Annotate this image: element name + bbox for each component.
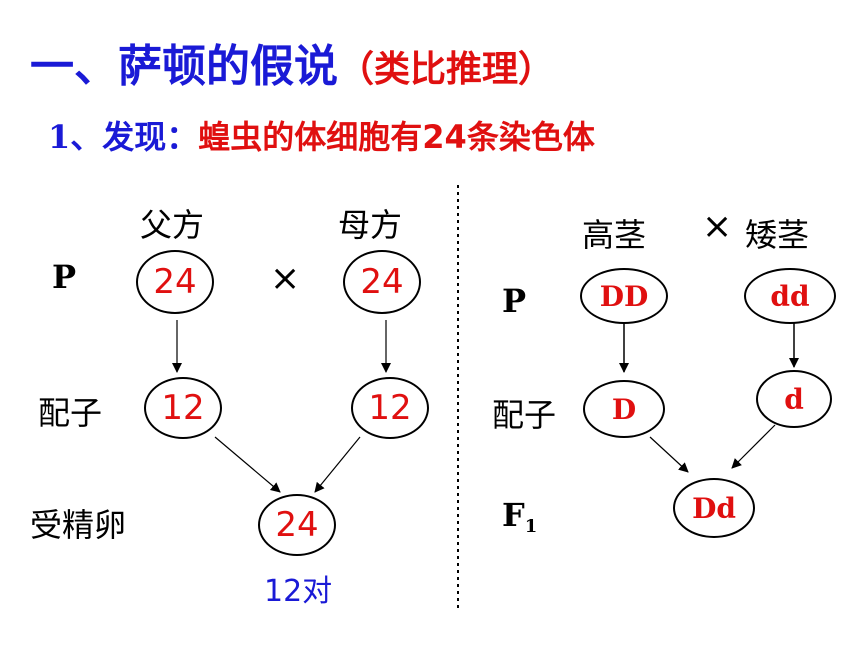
left-zygote-ellipse: 24: [258, 494, 336, 556]
right-p-tall-ellipse: DD: [580, 268, 668, 324]
mother-label: 母方: [338, 206, 403, 244]
right-gamete-tall-ellipse: D: [583, 380, 665, 438]
right-row-p: P: [502, 282, 527, 320]
right-row-f1-letter: F: [502, 496, 525, 534]
father-label: 父方: [140, 206, 205, 244]
pairs-label: 12对: [264, 574, 333, 609]
left-row-zygote: 受精卵: [30, 506, 127, 544]
right-p-short-ellipse: dd: [744, 268, 836, 324]
right-cross-symbol: ×: [702, 206, 733, 247]
arrow-right-gamete-tall: [649, 436, 689, 473]
right-f1-ellipse: Dd: [673, 478, 755, 538]
subtitle: 1、发现：蝗虫的体细胞有24条染色体: [48, 112, 595, 158]
left-gamete-mother-ellipse: 12: [351, 377, 429, 439]
arrow-left-gamete-mother: [314, 436, 361, 493]
left-gamete-father-ellipse: 12: [144, 377, 222, 439]
title-main: 一、萨顿的假说: [30, 41, 338, 92]
left-p-mother-ellipse: 24: [343, 250, 421, 314]
left-cross-symbol: ×: [270, 258, 301, 299]
right-gamete-short-ellipse: d: [756, 370, 832, 428]
arrow-left-gamete-father: [214, 436, 281, 493]
subtitle-text: 蝗虫的体细胞有24条染色体: [198, 118, 595, 156]
right-row-gamete: 配子: [492, 396, 557, 434]
subtitle-number: 1、发现：: [48, 118, 199, 156]
arrow-right-gamete-short: [731, 424, 776, 469]
right-row-f1: F1: [502, 496, 537, 537]
title-paren: （类比推理）: [338, 49, 555, 90]
tall-label: 高茎: [582, 216, 647, 254]
short-label: 矮茎: [745, 216, 810, 254]
left-row-gamete: 配子: [38, 394, 103, 432]
page-title: 一、萨顿的假说（类比推理）: [30, 30, 554, 94]
left-row-p: P: [52, 258, 77, 296]
right-row-f1-subscript: 1: [524, 516, 538, 537]
left-p-father-ellipse: 24: [136, 250, 214, 314]
